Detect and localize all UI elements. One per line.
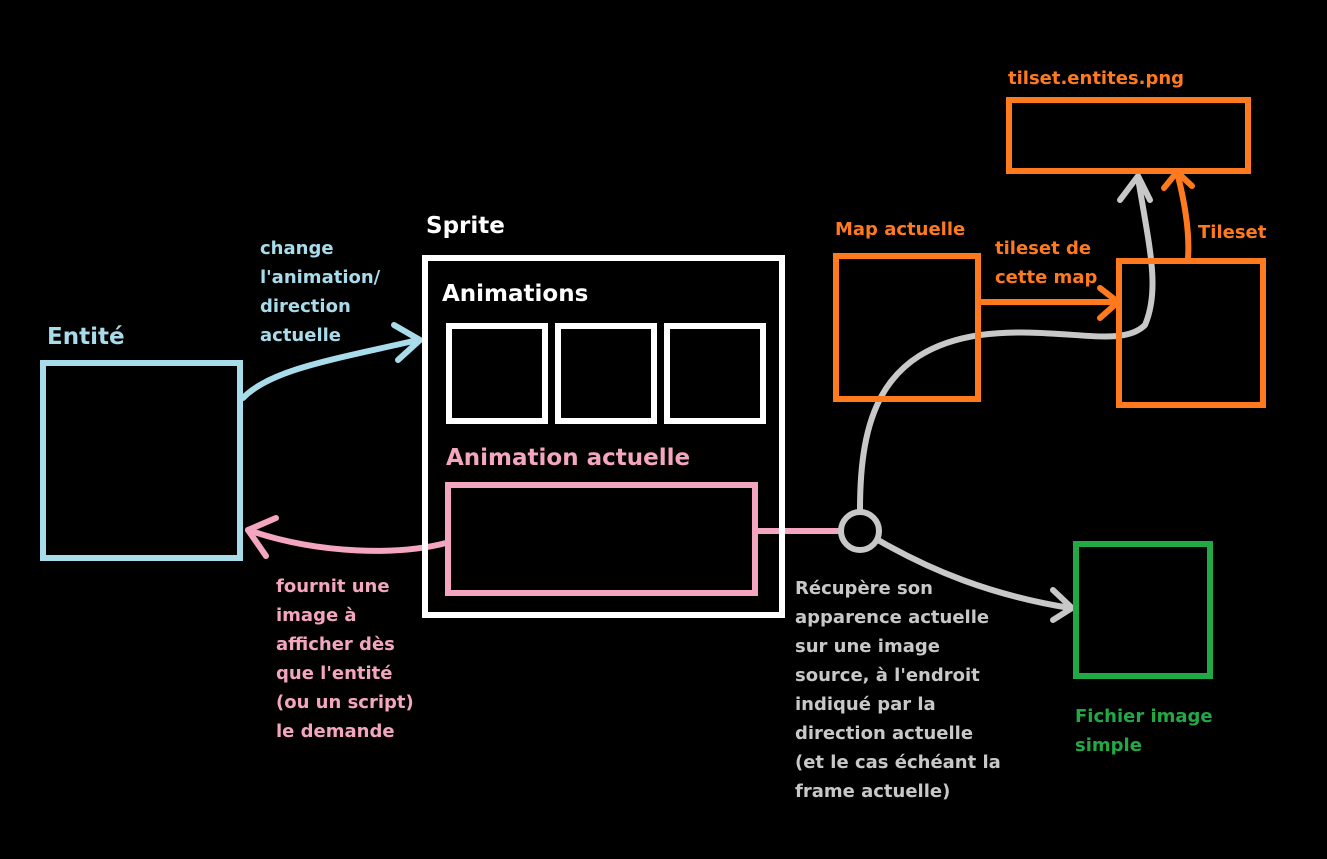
arrow-tileset-file (1175, 173, 1192, 261)
fournit-image-label: fournit une image à afficher dès que l'e… (276, 576, 414, 742)
map-actuelle-box[interactable] (833, 253, 981, 402)
arrow-change-animation (240, 337, 421, 401)
animation-actuelle-label: Animation actuelle (446, 445, 691, 471)
animation-slot-2[interactable] (555, 323, 657, 424)
tilset-file-box[interactable] (1006, 97, 1251, 174)
arrow-gray-to-file (875, 537, 1073, 611)
animation-slot-1[interactable] (446, 323, 548, 424)
sprite-title: Sprite (426, 213, 505, 239)
sprite-box[interactable] (422, 255, 785, 618)
animation-slot-3[interactable] (664, 323, 766, 424)
animation-actuelle-box[interactable] (445, 482, 758, 596)
tileset-box[interactable] (1116, 258, 1266, 408)
arrow-gray-to-file-head (1050, 587, 1075, 623)
arrow-fournit-image-head (245, 515, 279, 559)
change-animation-label: change l'animation/ direction actuelle (260, 238, 381, 346)
animations-label: Animations (442, 281, 589, 307)
arrow-gray-to-png (857, 175, 1156, 513)
fichier-image-label: Fichier image simple (1075, 706, 1213, 756)
entite-box[interactable] (40, 360, 243, 561)
tileset-de-map-label: tileset de cette map (995, 238, 1098, 288)
tilset-file-title: tilset.entites.png (1008, 68, 1185, 89)
arrow-gray-to-png-head (1117, 173, 1153, 203)
fichier-image-box[interactable] (1073, 541, 1213, 679)
arrow-fournit-image (245, 527, 449, 554)
junction-node (838, 509, 882, 553)
entite-title: Entité (47, 324, 125, 350)
arrow-change-animation-head (391, 322, 423, 363)
recupere-apparence-label: Récupère son apparence actuelle sur une … (795, 578, 1001, 802)
map-actuelle-title: Map actuelle (835, 219, 966, 240)
tileset-title: Tileset (1198, 222, 1267, 243)
